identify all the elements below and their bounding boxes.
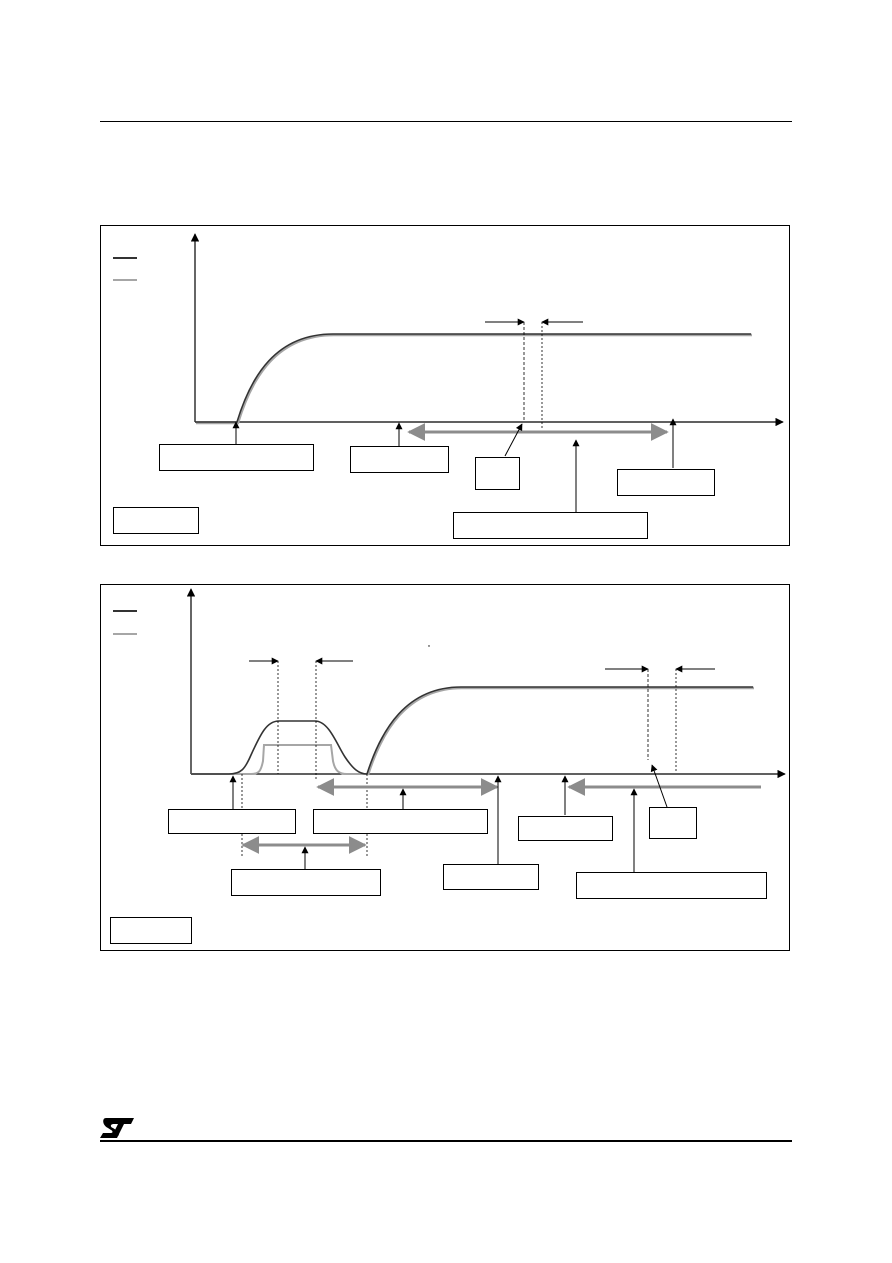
figure-bottom-label-3 (518, 816, 613, 841)
figure-top-label-3 (475, 457, 520, 490)
trace-dark (366, 686, 753, 775)
figure-top-diagram (113, 233, 784, 516)
trace-light (196, 333, 752, 425)
header-rule (100, 121, 792, 122)
st-logo-icon (100, 1118, 134, 1138)
figure-bottom-label-5 (231, 869, 381, 896)
figure-bottom-label-6 (443, 864, 539, 890)
figure-bottom-label-7 (576, 872, 767, 899)
figure-bottom-label-2 (313, 809, 488, 834)
trace-light (366, 686, 754, 776)
figure-top-label-5 (453, 512, 648, 539)
figure-bottom-tag (110, 917, 192, 944)
figure-top-tag (113, 507, 199, 534)
figure-top-label-4 (617, 469, 715, 496)
pointer-3 (504, 423, 523, 457)
figure-top-label-2 (350, 446, 449, 473)
stray-dot (428, 645, 430, 647)
figure-top (100, 225, 790, 546)
figure-top-label-1 (159, 444, 314, 471)
trace-dark (195, 333, 751, 423)
figure-bottom-label-1 (168, 809, 296, 834)
pointer-5 (650, 764, 668, 808)
figure-bottom (100, 584, 790, 951)
trace-light-pulse (191, 744, 367, 775)
trace-dark-pulse (191, 720, 368, 775)
figure-bottom-label-4 (649, 807, 697, 839)
figure-bottom-diagram (113, 588, 786, 873)
footer-rule (100, 1140, 792, 1142)
